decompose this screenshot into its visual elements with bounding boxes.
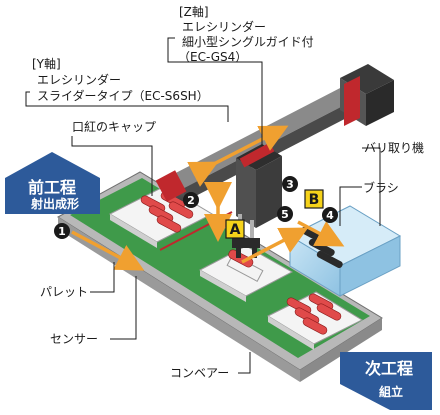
process-next-subtitle: 組立 [379, 384, 403, 399]
lipstick-cap [156, 215, 182, 233]
pallet-2 [198, 245, 294, 302]
z-axis-guide-rod [250, 220, 254, 244]
lipstick-cap [168, 201, 194, 219]
leader-sensor [110, 276, 137, 340]
pallet-label: パレット [40, 285, 88, 299]
leader-pallet [90, 262, 115, 293]
step-badge-3: 3 [282, 176, 298, 192]
z-axis-actuator [232, 142, 282, 258]
svg-text:B: B [309, 192, 320, 208]
z-axis-label: [Z軸] エレシリンダー 細小型シングルガイド付 （EC-GS4） [178, 5, 314, 64]
process-next-title: 次工程 [365, 359, 413, 378]
leader-z-axis [167, 37, 263, 146]
process-prev-title: 前工程 [28, 178, 76, 197]
svg-text:3: 3 [286, 178, 294, 191]
lipstick-cap-label: 口紅のキャップ [72, 120, 156, 134]
arrow-y-axis-move [187, 125, 289, 187]
conveyor-label: コンベアー [170, 366, 229, 380]
svg-text:5: 5 [281, 208, 289, 221]
lipstick-cap [316, 303, 342, 321]
arrow-brush-move [297, 220, 345, 247]
z-axis-title: [Z軸] [179, 5, 209, 19]
cap-group-3 [286, 293, 342, 335]
svg-text:A: A [230, 222, 241, 238]
pallet-3 [266, 291, 364, 350]
arrow-pallet-flow [71, 230, 145, 271]
z-axis-line-2: 細小型シングルガイド付 [182, 35, 314, 49]
leader-y-axis [25, 91, 229, 122]
svg-text:2: 2 [187, 194, 195, 207]
motion-arrows [71, 125, 345, 271]
y-axis-title: [Y軸] [32, 57, 61, 71]
lipstick-cap [228, 249, 254, 268]
step-badge-2: 2 [183, 192, 199, 208]
y-axis-line-1: エレシリンダー [37, 72, 121, 87]
y-axis-line-2: スライダータイプ（EC-S6SH） [37, 88, 209, 103]
lipstick-cap [302, 317, 328, 335]
z-axis-line-3: （EC-GS4） [178, 50, 247, 64]
leader-lipstick-cap [71, 136, 153, 196]
y-axis-label: [Y軸] エレシリンダー スライダータイプ（EC-S6SH） [32, 57, 209, 103]
process-prev-badge: 前工程 射出成形 [5, 152, 100, 214]
brush-label: ブラシ [363, 180, 399, 195]
y-axis-motor [340, 64, 394, 126]
step-badge-4: 4 [322, 207, 338, 223]
arrow-transfer [241, 227, 309, 264]
point-a-marker: A [225, 219, 245, 239]
point-b-marker: B [304, 189, 324, 209]
gripper [232, 238, 260, 258]
process-prev-subtitle: 射出成形 [30, 196, 79, 211]
step-badge-5: 5 [277, 206, 293, 222]
step-badge-1: 1 [54, 223, 70, 239]
leader-deburr [362, 147, 381, 226]
y-axis-end-cap [155, 170, 187, 202]
process-next-badge: 次工程 組立 [340, 352, 432, 410]
brush-roller [316, 250, 343, 269]
z-axis-line-1: エレシリンダー [182, 19, 266, 34]
svg-text:1: 1 [58, 225, 66, 238]
leader-lines [25, 37, 381, 374]
leader-conveyor [238, 352, 251, 374]
svg-text:4: 4 [326, 209, 334, 222]
deburr-machine-label: バリ取り機 [364, 140, 424, 155]
leader-brush [339, 186, 362, 226]
conveyor-frame-side [300, 318, 382, 382]
sensor-label: センサー [50, 332, 98, 346]
